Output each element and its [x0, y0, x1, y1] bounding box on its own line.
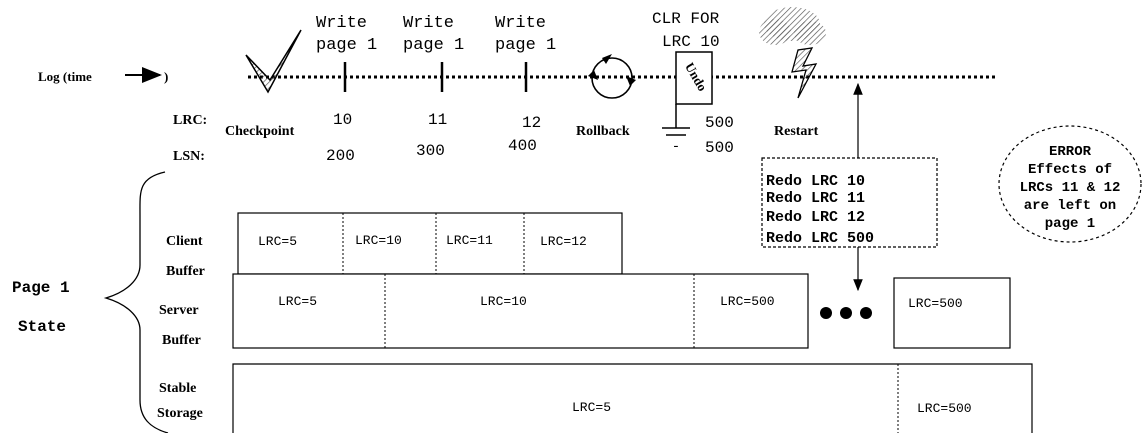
- write2-lsn: 300: [416, 142, 445, 160]
- error-line: Effects of: [1028, 162, 1112, 178]
- clr-line2: LRC 10: [662, 33, 720, 51]
- client-cell: LRC=10: [355, 233, 402, 248]
- error-line: LRCs 11 & 12: [1020, 180, 1121, 196]
- server-cell: LRC=5: [278, 294, 317, 309]
- checkpoint-label: Checkpoint: [225, 124, 295, 139]
- error-line: page 1: [1045, 216, 1095, 232]
- client-cell: LRC=11: [446, 233, 493, 248]
- error-line: are left on: [1024, 198, 1116, 214]
- redo-line: Redo LRC 500: [766, 230, 874, 247]
- checkpoint-check-icon: [246, 30, 301, 92]
- error-line: ERROR: [1049, 144, 1092, 160]
- server-cell: LRC=10: [480, 294, 527, 309]
- client-cell: LRC=5: [258, 234, 297, 249]
- log-label: Log (time: [38, 69, 92, 84]
- clr-lsn: 500: [705, 139, 734, 157]
- stable-storage-line1: Stable: [159, 381, 196, 396]
- rollback-label: Rollback: [576, 124, 630, 139]
- server-buffer-later-box: [894, 278, 1010, 348]
- stable-cell: LRC=5: [572, 400, 611, 415]
- stable-storage-line2: Storage: [157, 406, 203, 421]
- server-cell: LRC=500: [720, 294, 775, 309]
- server-buffer-box: [233, 274, 808, 348]
- write1-lrc: 10: [333, 111, 352, 129]
- ellipsis-dots: [820, 307, 872, 319]
- clr-lrc: 500: [705, 114, 734, 132]
- redo-line: Redo LRC 10: [766, 173, 865, 190]
- lightning-icon: [792, 48, 816, 98]
- write3-line1: Write: [495, 14, 546, 33]
- server-buffer-line2: Buffer: [162, 333, 201, 348]
- clr-line1: CLR FOR: [652, 10, 720, 28]
- server-buffer-line1: Server: [159, 303, 199, 318]
- page-state-line2: State: [18, 318, 66, 336]
- write1-line2: page 1: [316, 36, 377, 55]
- write2-line2: page 1: [403, 36, 464, 55]
- ground-minus: -: [672, 139, 680, 155]
- client-cell: LRC=12: [540, 234, 587, 249]
- write3-lrc: 12: [522, 114, 541, 132]
- redo-line: Redo LRC 11: [766, 190, 865, 207]
- log-label-suffix: ): [164, 69, 168, 84]
- restart-label: Restart: [774, 124, 819, 139]
- stable-cell: LRC=500: [917, 401, 972, 416]
- page-state-line1: Page 1: [12, 279, 70, 297]
- client-buffer-line1: Client: [166, 234, 203, 249]
- client-buffer-line2: Buffer: [166, 264, 205, 279]
- write2-lrc: 11: [428, 111, 447, 129]
- ground-icon: [662, 104, 690, 135]
- write3-line2: page 1: [495, 36, 556, 55]
- crash-cloud-icon: [759, 7, 826, 45]
- write3-lsn: 400: [508, 137, 537, 155]
- server-later-cell: LRC=500: [908, 296, 963, 311]
- write1-lsn: 200: [326, 147, 355, 165]
- stable-storage-box: [233, 364, 1032, 433]
- lsn-row-label: LSN:: [173, 149, 205, 164]
- lrc-row-label: LRC:: [173, 113, 207, 128]
- redo-line: Redo LRC 12: [766, 209, 865, 226]
- write2-line1: Write: [403, 14, 454, 33]
- write1-line1: Write: [316, 14, 367, 33]
